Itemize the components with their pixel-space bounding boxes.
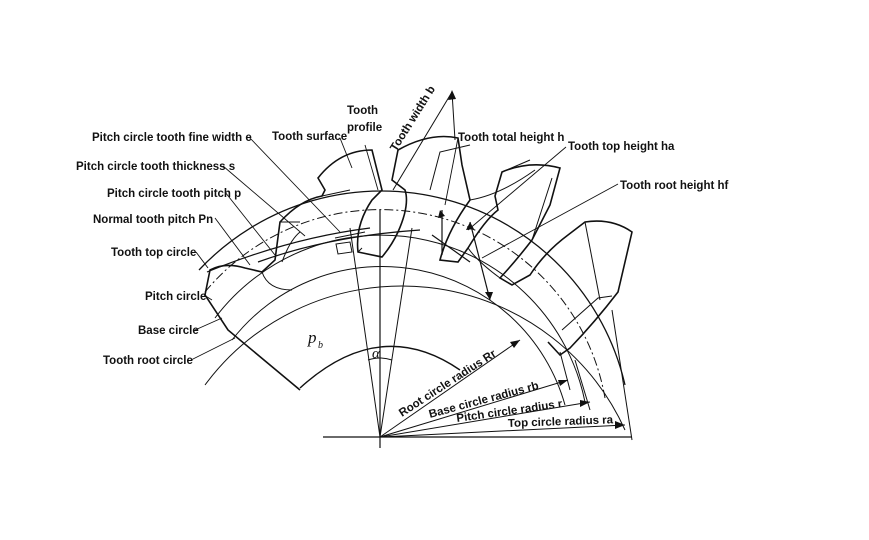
label-top-circle: Tooth top circle [111, 247, 196, 259]
gear-circles [198, 190, 626, 431]
label-pitch-circle: Pitch circle [145, 291, 206, 303]
base-circle-arc [214, 234, 586, 403]
label-pitch-thickness: Pitch circle tooth thickness s [76, 161, 235, 173]
label-pb: p [307, 328, 317, 347]
label-normal-pitch: Normal tooth pitch Pn [93, 214, 213, 226]
tooth-details [261, 144, 613, 331]
label-tooth-profile-2: profile [347, 122, 382, 134]
label-pitch-pitch: Pitch circle tooth pitch p [107, 188, 241, 200]
arrow-heads [438, 90, 625, 429]
labels: Tooth profile Tooth width b Tooth surfac… [76, 84, 729, 430]
label-tooth-root-height: Tooth root height hf [620, 180, 729, 192]
root-circle-arc [231, 266, 566, 406]
label-pb-subscript: b [318, 340, 323, 351]
gear-teeth-outline [204, 135, 633, 391]
label-tooth-surface: Tooth surface [272, 131, 347, 143]
outer-reference-arc [204, 285, 626, 431]
label-top-radius: Top circle radius ra [508, 414, 614, 430]
dimension-lines [206, 91, 491, 301]
label-tooth-profile-1: Tooth [347, 105, 378, 117]
label-pitch-fine-width: Pitch circle tooth fine width e [92, 132, 252, 144]
leader-lines [190, 136, 619, 361]
label-base-circle: Base circle [138, 325, 199, 337]
label-root-circle: Tooth root circle [103, 355, 193, 367]
radial-lines [323, 210, 633, 448]
label-tooth-total-height: Tooth total height h [458, 132, 564, 144]
pitch-circle-arc [204, 209, 606, 399]
top-circle-arc [198, 190, 626, 386]
label-alpha: α [372, 346, 381, 362]
label-tooth-top-height: Tooth top height ha [568, 141, 675, 153]
